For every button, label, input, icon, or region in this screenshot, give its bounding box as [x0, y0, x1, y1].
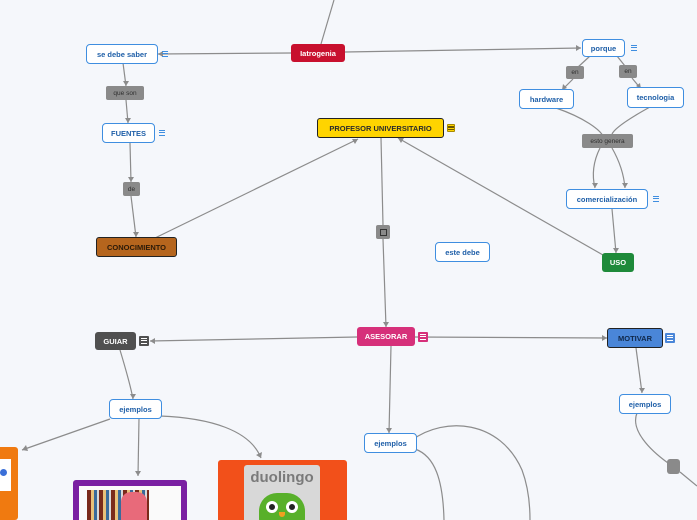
arrowhead — [158, 51, 163, 57]
connector-top-iatrogenia — [320, 0, 335, 45]
arrowhead — [386, 428, 392, 433]
connector-asesorar-guiar — [149, 336, 358, 342]
arrowhead — [592, 183, 598, 188]
connector-collapse-right — [679, 471, 697, 487]
connector-motivar-ejemplos — [635, 347, 643, 394]
node-iatrogenia[interactable]: Iatrogenia — [291, 44, 345, 62]
connector-fuentes-de — [129, 142, 132, 183]
arrowhead — [383, 322, 389, 327]
connector-lines — [21, 0, 697, 520]
node-ejemplos-asesorar[interactable]: ejemplos — [364, 433, 417, 453]
node-tecnologia[interactable]: tecnologia — [627, 87, 684, 108]
connector-asesorar-ejemplos — [388, 345, 392, 434]
image-blue-dot — [0, 469, 7, 476]
arrowhead — [130, 394, 136, 399]
owl-eye-right — [286, 501, 298, 513]
connector-de-conocimiento — [130, 195, 137, 238]
arrowhead — [398, 138, 404, 143]
connector-hardware-estogenera — [555, 107, 604, 137]
connector-profesor-collapse — [380, 137, 384, 226]
notes-icon[interactable] — [665, 333, 675, 343]
link-label-esto-genera[interactable]: esto genera — [582, 134, 633, 148]
node-ejemplos-guiar[interactable]: ejemplos — [109, 399, 162, 419]
connector-ejemplos-left — [21, 418, 111, 451]
notes-icon[interactable] — [158, 129, 166, 137]
duolingo-owl-icon — [259, 493, 305, 520]
arrowhead — [613, 248, 619, 253]
connector-porque-en2 — [616, 55, 626, 67]
collapsed-branch-icon[interactable] — [376, 225, 390, 239]
link-label-de[interactable]: de — [123, 182, 140, 196]
arrowhead — [123, 81, 129, 86]
purple-image-thumbnail[interactable] — [73, 480, 187, 520]
arrowhead — [256, 452, 262, 458]
node-guiar[interactable]: GUIAR — [95, 332, 136, 350]
arrowhead — [639, 388, 645, 393]
node-hardware[interactable]: hardware — [519, 89, 574, 109]
image-inner — [79, 486, 181, 520]
notes-icon[interactable] — [161, 50, 169, 58]
collapsed-square-icon — [379, 228, 387, 236]
connector-estogenera-comerc-a — [592, 147, 601, 189]
duolingo-image-thumbnail[interactable]: duolingo — [218, 460, 347, 520]
connector-guiar-ejemplos — [119, 349, 134, 400]
node-profesor-universitario[interactable]: PROFESOR UNIVERSITARIO — [317, 118, 444, 138]
connector-asesorar-ejemplos-down1 — [414, 448, 445, 520]
connector-ejemplos-duolingo — [159, 415, 262, 459]
arrowhead — [352, 139, 358, 144]
duolingo-wordmark: duolingo — [250, 469, 314, 486]
arrowhead — [22, 445, 28, 451]
connector-collapse-asesorar — [382, 238, 387, 328]
arrowhead — [622, 183, 628, 188]
connector-ejemplos-purple — [137, 417, 140, 477]
link-label-en-tecnologia[interactable]: en — [619, 65, 637, 78]
connector-comerc-uso — [611, 208, 617, 254]
orange-image-thumbnail[interactable] — [0, 447, 18, 520]
arrowhead — [135, 471, 141, 476]
link-label-en-hardware[interactable]: en — [566, 66, 584, 79]
node-se-debe-saber[interactable]: se debe saber — [86, 44, 158, 64]
node-comercializacion[interactable]: comercialización — [566, 189, 648, 209]
node-conocimiento[interactable]: CONOCIMIENTO — [96, 237, 177, 257]
arrowhead — [602, 335, 607, 341]
connector-conocimiento-profesor — [154, 138, 359, 239]
connector-iatrogenia-porque — [344, 47, 582, 53]
arrowhead — [128, 177, 134, 182]
notes-icon[interactable] — [418, 332, 428, 342]
node-este-debe[interactable]: este debe — [435, 242, 490, 262]
figure-icon — [121, 492, 147, 520]
connector-asesorar-ejemplos-down2 — [411, 425, 531, 520]
node-asesorar[interactable]: ASESORAR — [357, 327, 415, 346]
link-label-que-son[interactable]: que son — [106, 86, 144, 100]
node-motivar[interactable]: MOTIVAR — [607, 328, 663, 348]
arrowheads — [22, 45, 645, 476]
connector-estogenera-comerc-b — [611, 147, 626, 189]
connector-asesorar-motivar — [414, 336, 608, 339]
owl-eye-left — [266, 501, 278, 513]
node-porque[interactable]: porque — [582, 39, 625, 57]
notes-icon[interactable] — [139, 336, 149, 346]
duolingo-card: duolingo — [244, 465, 320, 520]
connector-uso-profesor — [397, 137, 604, 256]
connector-tecnologia-estogenera — [611, 106, 651, 135]
arrowhead — [562, 84, 567, 90]
notes-icon[interactable] — [630, 44, 638, 52]
node-fuentes[interactable]: FUENTES — [102, 123, 155, 143]
notes-icon[interactable] — [652, 195, 660, 203]
arrowhead — [150, 338, 155, 344]
owl-beak — [279, 512, 285, 517]
arrowhead — [133, 232, 139, 237]
connector-iatrogenia-sedebesaber — [157, 52, 292, 55]
arrowhead — [576, 45, 581, 51]
collapsed-branch-icon-right[interactable] — [667, 459, 680, 474]
connector-motivar-ejemplos-collapse — [635, 412, 669, 464]
arrowhead — [125, 118, 131, 123]
node-ejemplos-motivar[interactable]: ejemplos — [619, 394, 671, 414]
notes-icon[interactable] — [447, 124, 455, 132]
node-uso[interactable]: USO — [602, 253, 634, 272]
